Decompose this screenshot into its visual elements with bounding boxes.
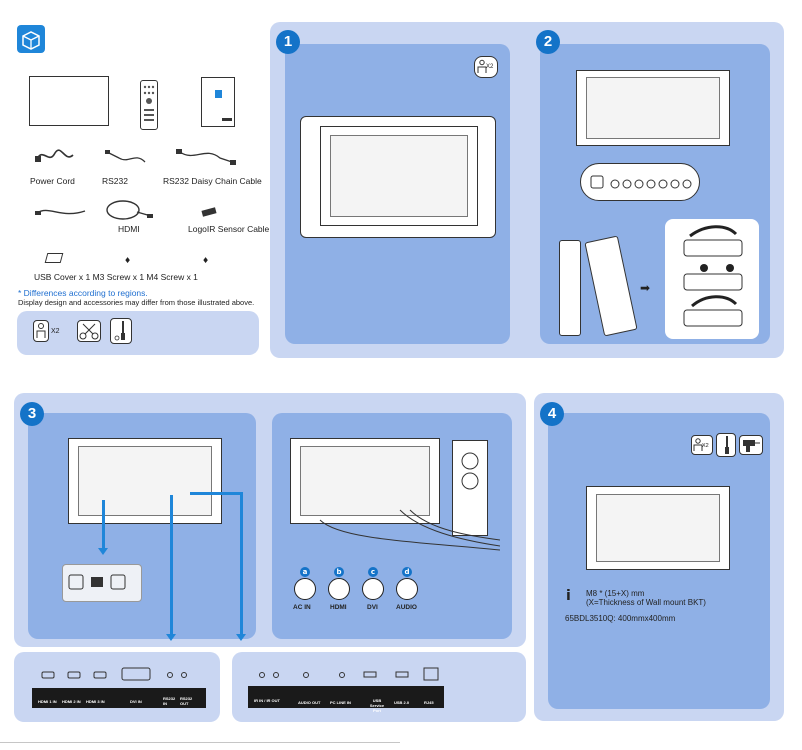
port-label: RJ45 <box>424 700 434 705</box>
display-back-illustration <box>68 438 222 524</box>
person-count-label: X2 <box>702 443 709 449</box>
connector-badge: d <box>402 567 412 577</box>
connection-arrow-head <box>236 634 246 641</box>
tools-panel <box>17 311 259 355</box>
connector-badge: a <box>300 567 310 577</box>
two-persons-icon <box>477 59 487 79</box>
person-count-label: X2 <box>51 328 60 335</box>
connector-label: AUDIO <box>396 604 417 611</box>
footer-divider <box>0 742 400 743</box>
screw-spec-note: (X=Thickness of Wall mount BKT) <box>586 598 706 607</box>
two-persons-icon <box>691 435 713 455</box>
ports-right-icons <box>256 666 446 690</box>
connector-label: DVI <box>367 604 378 611</box>
control-buttons-callout <box>580 163 700 201</box>
package-icon <box>17 25 45 53</box>
connector-badge: c <box>368 567 378 577</box>
accessory-label: USB Cover x 1 M3 Screw x 1 M4 Screw x 1 <box>34 272 198 282</box>
ports-right-bar <box>248 686 444 708</box>
connector-label: HDMI <box>330 604 347 611</box>
logoir-sensor-cable-illustration <box>201 207 217 217</box>
hdmi-cable-illustration <box>35 203 87 221</box>
display-back-illustration <box>320 126 478 226</box>
connection-arrow <box>102 500 105 550</box>
ports-left-icons <box>38 666 198 690</box>
screwdriver-icon <box>110 318 132 344</box>
port-label: HDMI 1 IN <box>38 699 57 704</box>
m3-screw-icon: ♦ <box>124 256 132 265</box>
port-label: PC LINE IN <box>330 700 351 705</box>
hdmi-cable-illustration-2 <box>103 198 153 224</box>
connection-arrow-head <box>98 548 108 555</box>
port-label: HDMI 2 IN <box>62 699 81 704</box>
power-cord-illustration <box>35 145 75 167</box>
drill-icon <box>739 435 763 455</box>
port-label: IR IN / IR OUT <box>254 698 280 703</box>
quick-start-guide-illustration <box>201 77 235 127</box>
ac-in-connector-icon <box>294 578 316 600</box>
usb-cover-illustration <box>44 253 64 263</box>
step-4-badge: 4 <box>540 402 564 426</box>
arrow-right-icon: ➡ <box>640 281 651 295</box>
region-note-title: * Differences according to regions. <box>18 288 148 298</box>
battery-insertion-box <box>665 219 759 339</box>
port-label: AUDIO OUT <box>298 700 321 705</box>
accessory-label: HDMI <box>118 224 140 234</box>
pc-tower-illustration <box>452 440 488 536</box>
connection-arrow <box>240 492 243 635</box>
step-3-badge: 3 <box>20 402 44 426</box>
port-label: USB 2.0 <box>394 700 410 705</box>
info-icon: i <box>566 588 571 604</box>
display-illustration <box>29 76 109 126</box>
ports-left-bar <box>32 688 206 708</box>
wall-mount-spec: 65BDL3510Q: 400mmx400mm <box>565 614 676 623</box>
rs232-cable-illustration <box>105 148 147 168</box>
rs232-daisy-chain-cable-illustration <box>176 146 236 168</box>
screw-spec: M8 * (15+X) mm <box>586 589 645 598</box>
port-label: RS232 OUT <box>180 696 193 706</box>
accessory-label: Power Cord <box>30 176 75 186</box>
ports-left-panel <box>14 652 220 722</box>
connector-badge: b <box>334 567 344 577</box>
display-back-illustration <box>576 70 730 146</box>
port-label: DVI IN <box>130 699 142 704</box>
hdmi-connector-icon <box>328 578 350 600</box>
port-label: HDMI 3 IN <box>86 699 105 704</box>
scissors-icon <box>77 320 101 342</box>
port-label: RS232 IN <box>163 696 176 706</box>
two-persons-icon <box>33 320 49 342</box>
step-2-badge: 2 <box>536 30 560 54</box>
connection-arrow <box>170 495 173 635</box>
remote-control-illustration <box>140 80 158 130</box>
region-note-text: Display design and accessories may diffe… <box>18 298 255 307</box>
connection-arrow-line <box>190 492 242 495</box>
cables-illustration <box>300 480 501 564</box>
accessory-label: RS232 <box>102 176 128 186</box>
audio-connector-icon <box>396 578 418 600</box>
m4-screw-icon: ♦ <box>202 256 210 265</box>
person-count-label: X2 <box>486 64 494 70</box>
remote-control-illustration <box>559 240 581 336</box>
display-back-illustration <box>586 486 730 570</box>
connection-arrow-head <box>166 634 176 641</box>
display-back-illustration <box>290 438 440 524</box>
step-1-badge: 1 <box>276 30 300 54</box>
port-label: USB Service Port <box>369 698 385 713</box>
connector-label: AC IN <box>293 604 311 611</box>
battery-steps-illustration <box>670 222 756 340</box>
dvi-connector-icon <box>362 578 384 600</box>
accessory-label: RS232 Daisy Chain Cable <box>163 176 262 186</box>
power-port-callout <box>62 564 142 602</box>
screwdriver-icon <box>716 433 736 457</box>
accessory-label: LogoIR Sensor Cable <box>188 224 270 234</box>
